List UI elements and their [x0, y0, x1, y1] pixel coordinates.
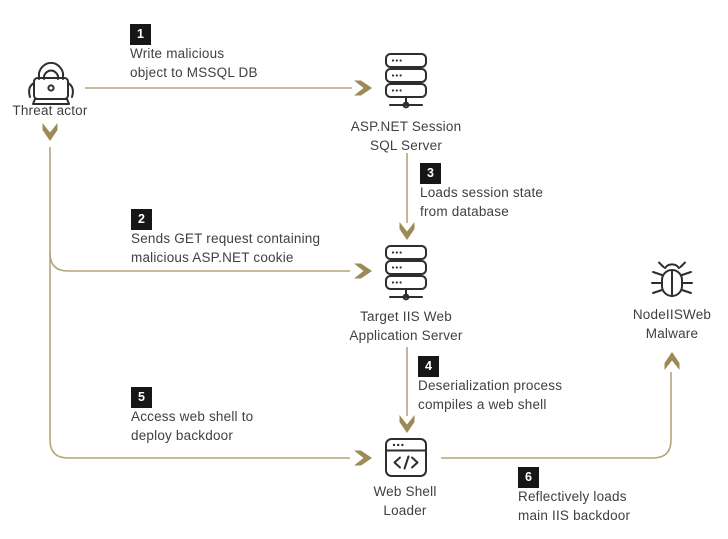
- step-5-line1: Access web shell to: [131, 409, 254, 424]
- step-6-line2: main IIS backdoor: [518, 508, 631, 523]
- web-shell-loader-label-line2: Loader: [383, 503, 427, 518]
- arrowhead-down-from-threat-icon: [42, 123, 58, 141]
- step-5-text: Access web shell to deploy backdoor: [131, 407, 253, 445]
- step-5-badge: 5: [131, 387, 152, 408]
- step-3-badge: 3: [420, 163, 441, 184]
- malware-label-line2: Malware: [645, 326, 699, 341]
- step-1-text: Write malicious object to MSSQL DB: [130, 44, 258, 82]
- step-2-text: Sends GET request containing malicious A…: [131, 229, 320, 267]
- threat-actor-label-text: Threat actor: [12, 103, 88, 118]
- step-1-line1: Write malicious: [130, 46, 225, 61]
- hacker-icon: [22, 46, 80, 106]
- arrowhead-into-iis-server-icon: [354, 263, 372, 279]
- server-stack-icon: [383, 53, 429, 111]
- bug-icon: [648, 259, 696, 301]
- step-1-badge: 1: [130, 24, 151, 45]
- step-6-line1: Reflectively loads: [518, 489, 627, 504]
- arrowhead-into-malware-icon: [664, 352, 680, 370]
- step-2-badge: 2: [131, 209, 152, 230]
- sql-server-label: ASP.NET Session SQL Server: [306, 117, 506, 155]
- sql-server-label-line2: SQL Server: [369, 138, 443, 153]
- step-5-line2: deploy backdoor: [131, 428, 234, 443]
- web-shell-loader-label: Web Shell Loader: [305, 482, 505, 520]
- threat-actor-label: Threat actor: [0, 101, 150, 120]
- iis-server-label-line1: Target IIS Web: [360, 309, 452, 324]
- arrowhead-into-webshell-icon: [354, 450, 372, 466]
- step-6-text: Reflectively loads main IIS backdoor: [518, 487, 630, 525]
- web-shell-loader-label-line1: Web Shell: [373, 484, 437, 499]
- arrowhead-into-sql-server-icon: [354, 80, 372, 96]
- malware-label-line1: NodeIISWeb: [632, 307, 712, 322]
- step-6-badge: 6: [518, 467, 539, 488]
- arrowhead-into-iis-from-sql-icon: [399, 222, 415, 240]
- step-4-text: Deserialization process compiles a web s…: [418, 376, 562, 414]
- sql-server-label-line1: ASP.NET Session: [350, 119, 462, 134]
- step-3-line1: Loads session state: [420, 185, 544, 200]
- iis-server-label: Target IIS Web Application Server: [306, 307, 506, 345]
- iis-server-label-line2: Application Server: [349, 328, 463, 343]
- step-3-text: Loads session state from database: [420, 183, 543, 221]
- step-2-line1: Sends GET request containing: [131, 231, 321, 246]
- malware-label: NodeIISWeb Malware: [572, 305, 728, 343]
- code-window-icon: [384, 437, 428, 479]
- step-1-line2: object to MSSQL DB: [130, 65, 258, 80]
- step-3-line2: from database: [420, 204, 509, 219]
- step-4-badge: 4: [418, 356, 439, 377]
- step-4-line2: compiles a web shell: [418, 397, 547, 412]
- step-4-line1: Deserialization process: [418, 378, 563, 393]
- arrowhead-into-webshell-from-iis-icon: [399, 415, 415, 433]
- server-stack-icon: [383, 245, 429, 303]
- step-2-line2: malicious ASP.NET cookie: [131, 250, 294, 265]
